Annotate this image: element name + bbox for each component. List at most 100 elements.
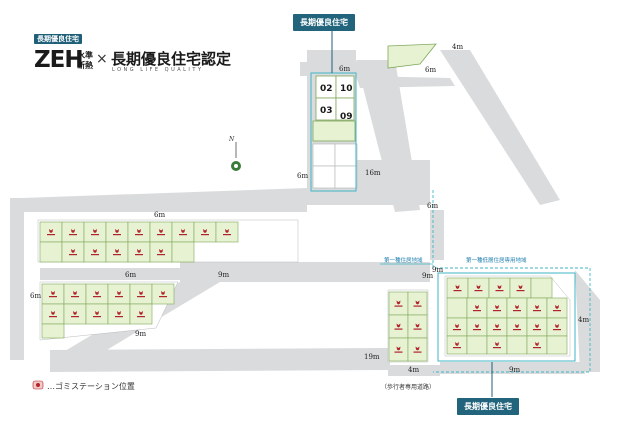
north-lots xyxy=(312,75,356,142)
house-marker-icon xyxy=(181,229,185,233)
house-marker-icon xyxy=(115,229,119,233)
lot-tag xyxy=(93,316,101,318)
house-marker-icon xyxy=(475,305,479,309)
road-east-right xyxy=(575,270,600,372)
highlight-boundary-bottom xyxy=(437,272,576,362)
house-marker-icon xyxy=(139,291,143,295)
lot xyxy=(171,241,195,263)
road-labels: 6m 6m 4m 6m 16m 6m 6m 9m 6m 6m 9m 9m 19m… xyxy=(30,43,589,374)
lot xyxy=(530,277,553,299)
certification-title: 長期優良住宅認定 xyxy=(111,50,232,68)
lot-tag xyxy=(137,316,145,318)
house-marker-icon xyxy=(518,285,523,289)
lot xyxy=(466,335,488,355)
road-19m xyxy=(50,348,390,372)
lot-tag xyxy=(453,290,462,292)
house-marker-icon xyxy=(71,249,75,253)
house-marker-icon xyxy=(115,249,119,253)
house-marker-icon xyxy=(555,305,559,309)
house-marker-icon xyxy=(73,291,77,295)
house-marker-icon xyxy=(137,229,141,233)
pedestrian-road-note: （歩行者専用道路） xyxy=(381,384,436,391)
east-right-lots xyxy=(446,277,568,355)
lot-tag xyxy=(516,290,525,292)
zeh-sub-2: 断熱 xyxy=(77,61,93,70)
house-marker-icon xyxy=(159,229,163,233)
north-arrow xyxy=(231,142,241,171)
house-marker-icon xyxy=(515,305,519,309)
lot-tag xyxy=(157,234,165,236)
lot xyxy=(39,241,63,263)
house-marker-icon xyxy=(396,346,401,351)
lot-tag xyxy=(49,316,57,318)
house-marker-icon xyxy=(51,291,55,295)
block-lot xyxy=(334,143,358,167)
house-marker-icon xyxy=(495,324,499,328)
callout-top: 長期優良住宅 xyxy=(293,14,355,31)
house-marker-icon xyxy=(455,342,459,346)
legend-text: …ゴミステーション位置 xyxy=(47,382,135,391)
road-label: 6m xyxy=(30,292,41,300)
legend-marker-icon xyxy=(32,380,44,390)
house-marker-icon xyxy=(49,229,53,233)
lot-tag xyxy=(49,296,57,298)
west-lower-block xyxy=(39,281,179,341)
road-label: 4m xyxy=(408,366,419,374)
lot-number: 10 xyxy=(340,84,353,94)
house-marker-icon xyxy=(497,285,502,289)
house-marker-icon xyxy=(555,324,559,328)
lot-tag xyxy=(513,329,521,331)
lot-tag xyxy=(71,316,79,318)
badge-top-left: 長期優良住宅 xyxy=(34,34,82,44)
house-marker-icon xyxy=(475,324,479,328)
long-life-quality: LONG LIFE QUALITY xyxy=(112,67,204,73)
road-label: 6m xyxy=(339,65,350,73)
road-9m-east-south xyxy=(440,362,585,374)
road-label: 6m xyxy=(427,202,438,210)
house-marker-icon xyxy=(117,311,121,315)
lot-tag xyxy=(201,234,209,236)
lot-tag xyxy=(115,316,123,318)
house-marker-icon xyxy=(515,324,519,328)
house-marker-icon xyxy=(161,291,165,295)
house-marker-icon xyxy=(535,324,539,328)
road-label: 4m xyxy=(452,43,463,51)
zoning-boundary xyxy=(432,190,591,373)
lot-tag xyxy=(553,329,561,331)
lot-tag xyxy=(115,296,123,298)
road-label: 19m xyxy=(364,353,380,361)
compass-center xyxy=(234,164,238,168)
road-label: 16m xyxy=(365,169,381,177)
north-label: N xyxy=(228,136,235,143)
lot-tag xyxy=(91,234,99,236)
lot-tag xyxy=(413,351,422,353)
lot-tag xyxy=(513,310,521,312)
road-west-boundary xyxy=(10,198,24,360)
lot-tag xyxy=(135,254,143,256)
zone-label: 第一種住居地域 xyxy=(384,256,423,264)
house-marker-icon xyxy=(159,249,163,253)
house-marker-icon xyxy=(73,311,77,315)
road-label: 9m xyxy=(422,272,433,280)
lot-tag xyxy=(553,310,561,312)
lot-tag xyxy=(91,254,99,256)
house-marker-icon xyxy=(93,249,97,253)
lot-northeast xyxy=(387,43,437,69)
house-marker-icon xyxy=(495,342,499,346)
lot-tag xyxy=(493,347,501,349)
block-lot xyxy=(312,143,336,167)
block-lot xyxy=(312,165,336,189)
lot-tag xyxy=(135,234,143,236)
house-marker-icon xyxy=(535,342,539,346)
road-label: 4m xyxy=(578,316,589,324)
house-marker-icon xyxy=(95,311,99,315)
zeh-logo: ZEH xyxy=(34,47,84,73)
lot xyxy=(506,335,528,355)
road-label: 6m xyxy=(297,172,308,180)
house-marker-icon xyxy=(455,285,460,289)
north-strip xyxy=(312,120,356,142)
lot-tag xyxy=(413,305,422,307)
house-marker-icon xyxy=(203,229,207,233)
lot xyxy=(41,323,65,339)
